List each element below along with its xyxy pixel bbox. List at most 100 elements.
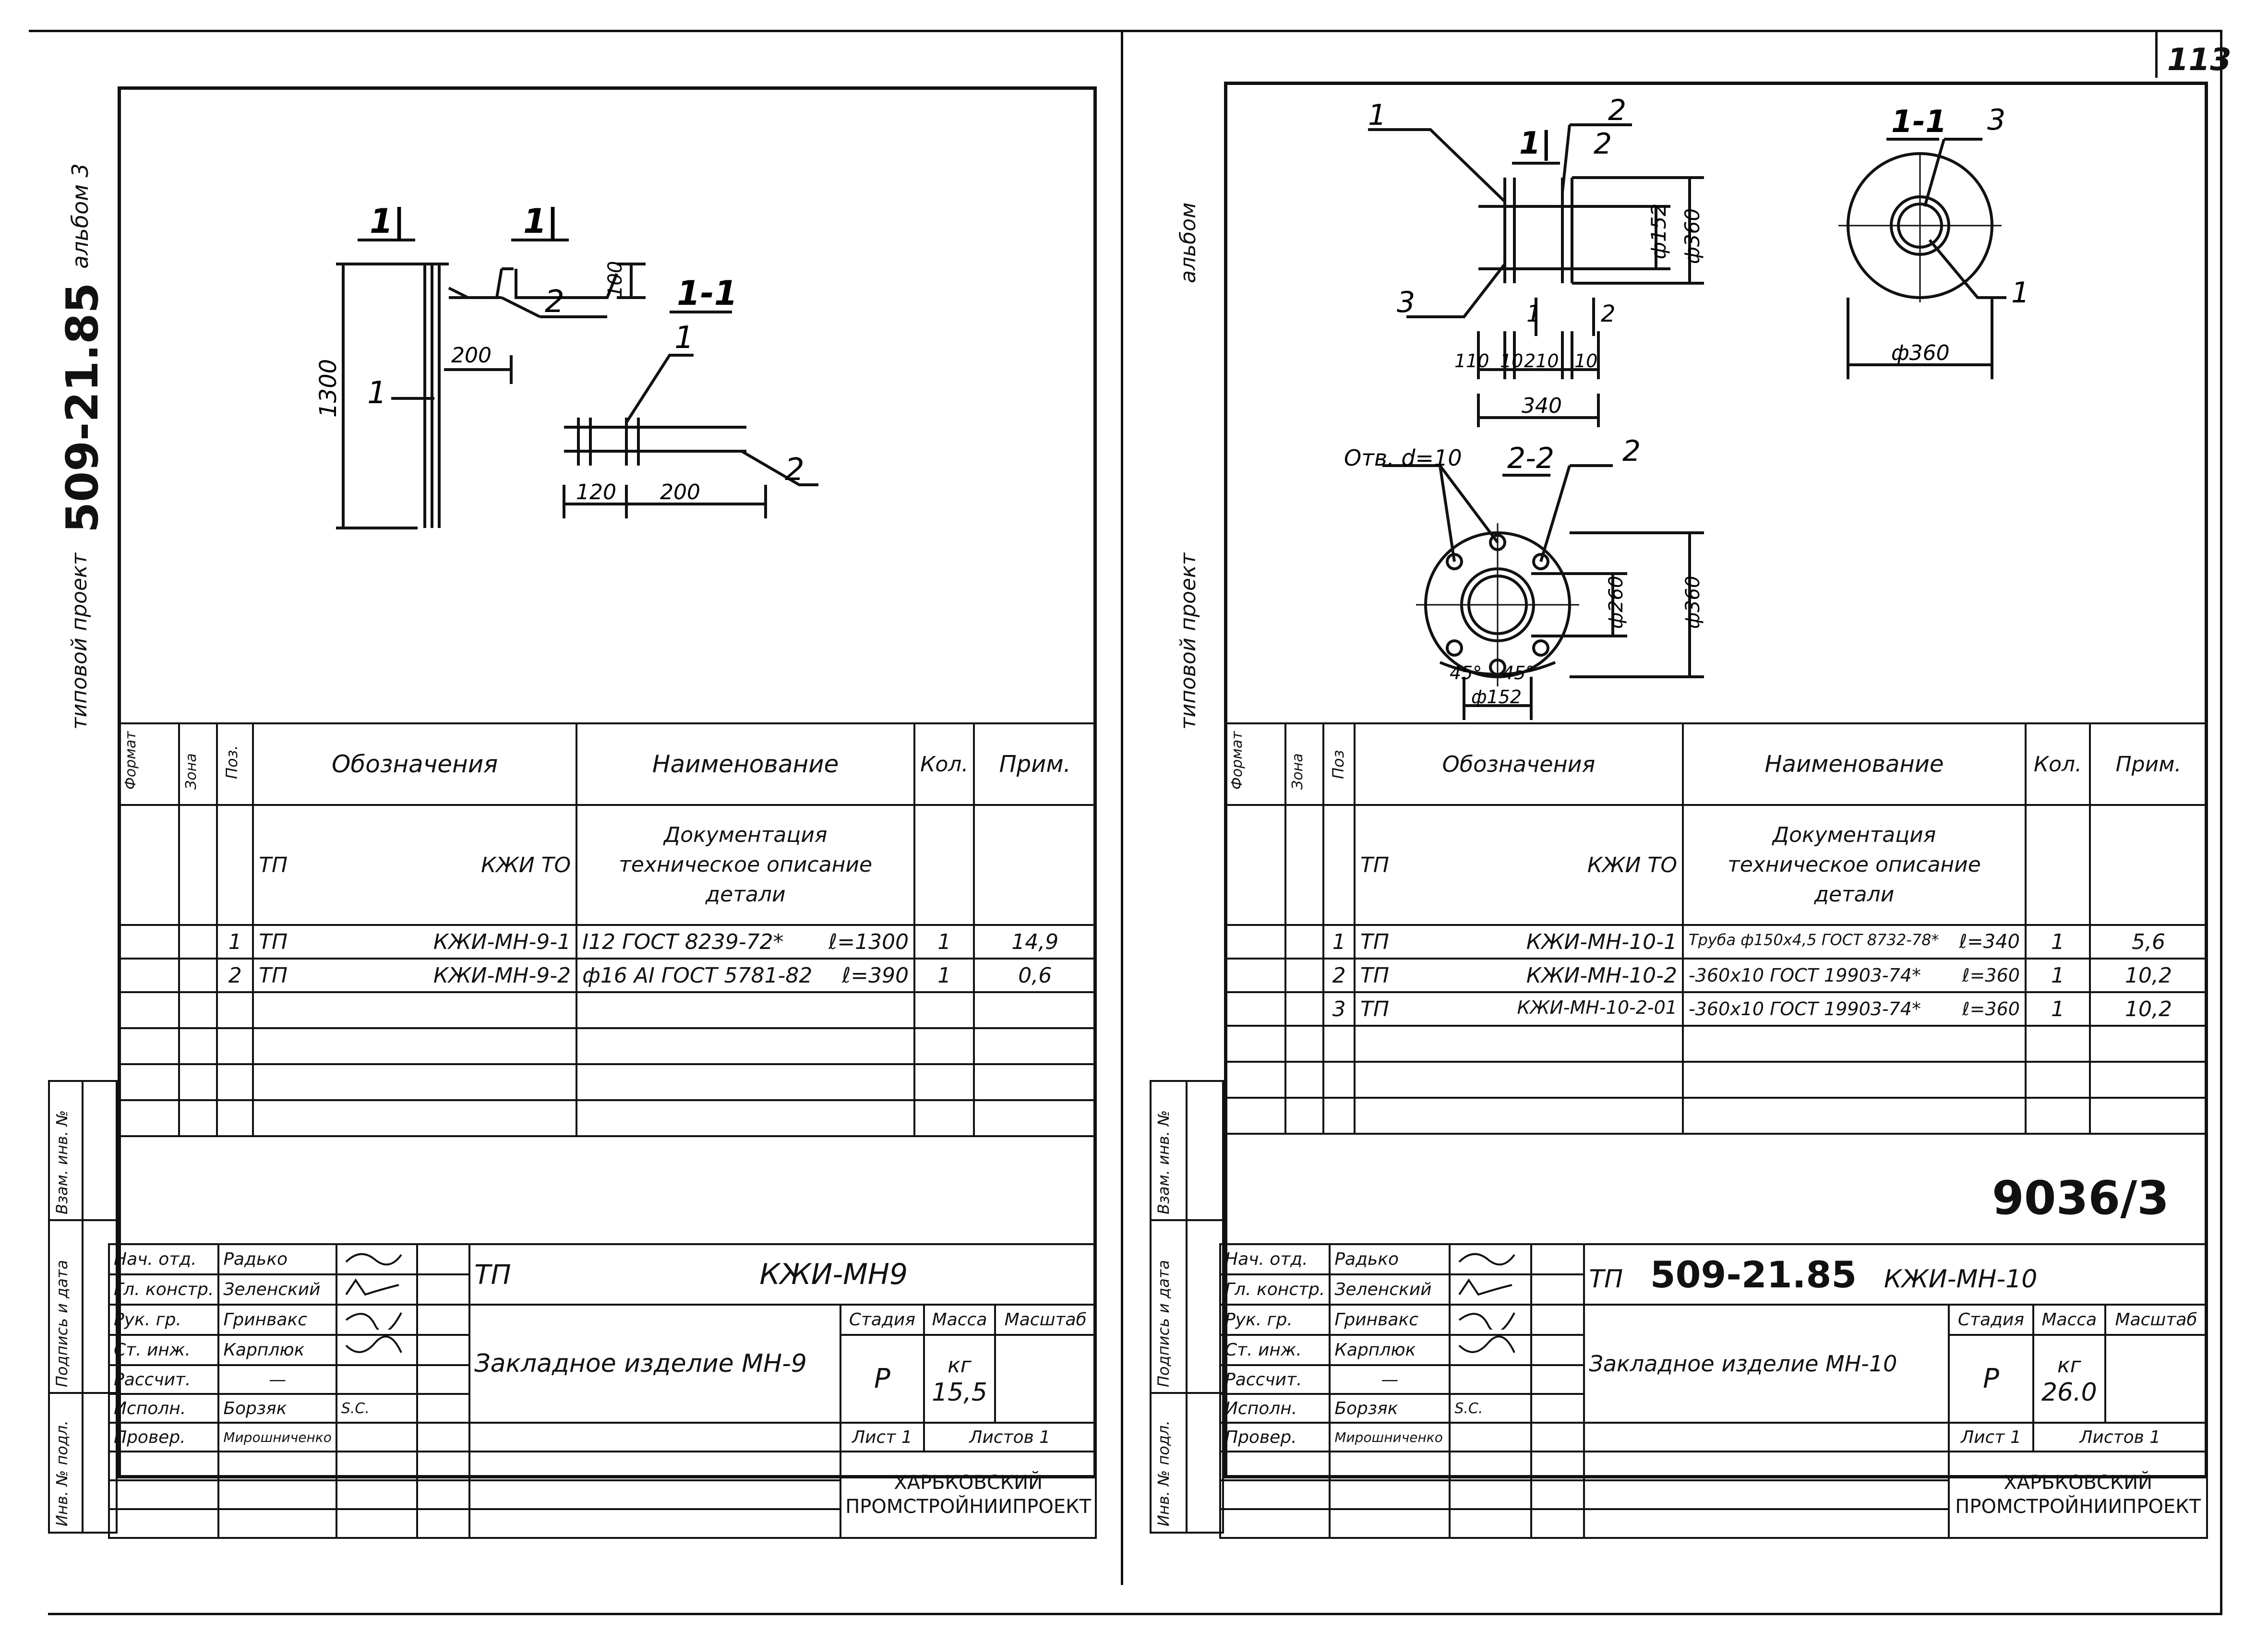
sec-c: 1-1	[677, 274, 737, 313]
dim-120-text: 120	[576, 480, 616, 504]
hdr-zone: Зона	[178, 722, 218, 806]
dim-260	[1531, 572, 1627, 637]
dim-360-text: ф360	[1680, 208, 1704, 264]
leader-3b	[1923, 138, 1982, 207]
dim-360-view	[1847, 298, 1993, 379]
dim-10a-text: 10	[1500, 350, 1523, 372]
pipe-top	[1478, 205, 1627, 270]
leader-2	[1561, 123, 1632, 192]
beam-web	[423, 264, 441, 528]
leader-3	[1406, 263, 1506, 318]
axis-2-2	[1416, 523, 1579, 686]
left-stamp: Нач. отд. Радько ТП КЖИ-МН9 Гл. констр. …	[108, 1243, 1097, 1539]
dim-360c	[1570, 531, 1704, 678]
right-spec-table: Формат Зона Поз Обозначения Наименование…	[1224, 722, 2208, 1135]
right-stamp-number: 509-21.85	[1650, 1253, 1857, 1296]
left-side-number: 509-21.85	[57, 282, 108, 533]
doc-row-name: Документация техническое описание детали	[576, 804, 916, 926]
leader-1b	[1928, 239, 2006, 299]
pos-2b: 2	[785, 452, 804, 488]
dim-1300-text: 1300	[315, 359, 342, 418]
dim-110-text: 110	[1454, 350, 1489, 372]
left-stamp-tp: ТП	[474, 1260, 511, 1291]
sec-d: 2-2	[1507, 442, 1554, 475]
dim-152b	[1463, 677, 1533, 720]
dim-bottom	[1477, 331, 1600, 379]
dim-152b-text: ф152	[1471, 686, 1522, 708]
angle-45a: 45°	[1450, 662, 1482, 684]
hdr-qty: Кол.	[913, 722, 975, 806]
leader-1	[1368, 128, 1506, 203]
left-side-sign: Подпись и дата	[53, 1260, 71, 1387]
dim-120-200	[563, 485, 767, 518]
dim-260-text: ф260	[1605, 576, 1627, 629]
dim-1300	[336, 263, 418, 529]
signature	[335, 1243, 418, 1275]
left-stamp-title: Закладное изделие МН-9	[468, 1304, 842, 1424]
corner-page-number: 113	[2167, 42, 2232, 78]
bottom-sheet-edge	[48, 1613, 2222, 1615]
left-org-2: ПРОМСТРОЙНИИПРОЕКТ	[845, 1496, 1091, 1518]
left-side-album: альбом 3	[67, 163, 93, 269]
right-side-vzam: Взам. инв. №	[1154, 1110, 1173, 1214]
hdr-pos: Поз.	[216, 722, 254, 806]
sec-b: 1|	[523, 202, 559, 241]
pos-1: 1	[367, 375, 387, 411]
right-sheet-edge	[2220, 30, 2222, 1614]
right-stamp-code: КЖИ-МН-10	[1884, 1264, 2038, 1294]
dim-152-text: ф152	[1647, 204, 1670, 259]
pos-2b: 2	[1622, 434, 1641, 468]
hole-text: Отв. d=10	[1344, 445, 1462, 471]
dim-340-text: 340	[1522, 394, 1562, 418]
right-side-album: альбом	[1176, 202, 1200, 283]
pos-1: 1	[1368, 98, 1386, 132]
right-org-2: ПРОМСТРОЙНИИПРОЕКТ	[1955, 1496, 2201, 1518]
cut-1: 1	[1526, 300, 1541, 327]
left-org-1: ХАРЬКОВСКИЙ	[894, 1472, 1043, 1494]
dim-200	[444, 355, 513, 384]
leader-2c	[1539, 464, 1613, 562]
angle-arc	[1439, 661, 1556, 676]
right-stamp-tp: ТП	[1589, 1264, 1623, 1294]
dim-200b-text: 200	[660, 480, 700, 504]
left-side-inv: Инв. № подл.	[53, 1420, 71, 1526]
hdr-designation: Обозначения	[252, 722, 578, 806]
dim-100	[617, 263, 646, 299]
dim-360c-text: ф360	[1682, 576, 1704, 629]
axis-1-1	[1838, 154, 2002, 302]
pos-2: 2	[1608, 94, 1626, 127]
leader-2	[501, 296, 607, 318]
section-marks	[358, 239, 732, 313]
pos-2: 2	[545, 284, 564, 320]
dim-200-text: 200	[451, 343, 492, 368]
plate-b	[1561, 178, 1573, 283]
sec-a: 1|	[370, 202, 405, 241]
hole-leader	[1382, 464, 1499, 562]
left-side-vzam: Взам. инв. №	[53, 1110, 71, 1214]
dim-360	[1572, 176, 1704, 285]
right-side-inv: Инв. № подл.	[1154, 1420, 1173, 1526]
dim-360b-text: ф360	[1891, 341, 1950, 365]
sec-c: 1-1	[1891, 104, 1947, 140]
dim-210-text: 210	[1524, 350, 1559, 372]
section-1	[1512, 162, 1595, 336]
pos-3b: 3	[1987, 103, 2005, 137]
hdr-format: Формат	[118, 722, 180, 806]
pos-1b: 1	[674, 320, 694, 356]
left-spec-table: Формат Зона Поз. Обозначения Наименовани…	[118, 722, 1097, 1137]
leader-2b	[741, 450, 818, 486]
dim-152	[1627, 205, 1670, 270]
dim-10b-text: 10	[1574, 350, 1597, 372]
pos-3: 3	[1397, 286, 1415, 319]
side-view	[564, 418, 746, 466]
rod-hook	[448, 267, 618, 299]
signature-mark	[345, 1253, 402, 1266]
leader-1b	[625, 354, 694, 423]
right-drawing: 1| 2 1-1 2-2 1 2 3 3 1 2 ф152 ф360 ф360 …	[1344, 94, 2029, 720]
left-side-project: типовой проект	[67, 552, 92, 730]
sec-b: 2	[1594, 127, 1612, 161]
right-stamp-title: Закладное изделие МН-10	[1583, 1304, 1950, 1424]
